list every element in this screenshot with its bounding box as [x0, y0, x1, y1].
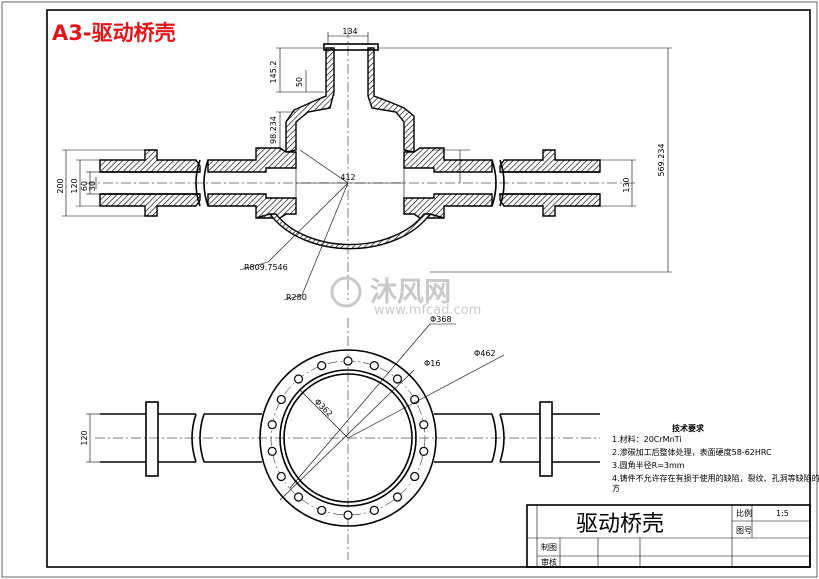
dim-shoulder: 98.234 — [269, 116, 278, 144]
tech-note-4: 4.铸件不允许存在有损于使用的缺陷，裂纹、孔洞等缺陷的地 — [612, 473, 819, 483]
dim-total-height: 569.234 — [657, 143, 666, 176]
dim-dia-120: 120 — [70, 178, 79, 193]
tech-note-5: 方 — [612, 483, 620, 493]
watermark-brand: 沐风网 — [370, 277, 451, 308]
dim-bolt-circle: Φ368 — [430, 315, 452, 324]
dim-outer-flange: Φ462 — [474, 349, 496, 358]
bolt-hole — [276, 394, 286, 405]
bolt-hole — [317, 361, 327, 371]
dim-tube-height: 120 — [80, 430, 89, 445]
bolt-hole — [392, 374, 403, 384]
bolt-hole — [392, 492, 403, 502]
tech-note-3: 3.圆角半径R=3mm — [612, 460, 685, 470]
bolt-hole — [369, 361, 379, 371]
watermark-logo-icon — [330, 276, 362, 308]
bolt-hole — [267, 420, 277, 430]
dim-top-width: 134 — [342, 27, 357, 36]
bolt-holes — [267, 356, 429, 520]
bolt-hole — [343, 356, 353, 366]
watermark: 沐风网 www.mfcad.com — [330, 276, 481, 318]
tech-note-1: 1.材料：20CrMnTi — [612, 434, 682, 444]
tech-notes: 技术要求 1.材料：20CrMnTi 2.渗碳加工后整体处理，表面硬度58-62… — [612, 423, 819, 493]
tech-notes-heading: 技术要求 — [672, 423, 705, 433]
outer-flange-circle — [259, 349, 437, 527]
bolt-hole — [293, 374, 304, 384]
dim-slot: 50 — [295, 77, 304, 87]
watermark-url: www.mfcad.com — [374, 303, 481, 318]
dim-radius-small: R280 — [286, 293, 307, 302]
drawn-label: 制图 — [541, 542, 557, 552]
bolt-hole — [276, 471, 286, 482]
inner-bore-circle — [283, 373, 413, 503]
drawing-no-label: 图号 — [736, 526, 752, 535]
title-block: 驱动桥壳 比例 1:5 图号 制图 审核 — [526, 504, 811, 568]
checked-label: 审核 — [541, 557, 557, 567]
inner-flange-circle — [279, 369, 417, 507]
bolt-hole — [343, 510, 353, 520]
dim-right-height: 130 — [622, 177, 631, 192]
dim-outer-dia: 200 — [56, 178, 65, 193]
dim-inner: Φ362 — [313, 397, 335, 419]
bolt-hole — [419, 420, 429, 430]
dim-center: 412 — [340, 173, 355, 182]
front-view: 134 145.2 50 98.234 569.234 200 120 60 3… — [56, 27, 672, 302]
part-name: 驱动桥壳 — [576, 512, 664, 537]
bolt-hole — [419, 446, 429, 456]
bolt-hole — [317, 505, 327, 515]
inner-border — [46, 9, 811, 568]
bolt-hole — [267, 446, 277, 456]
dim-neck-height: 145.2 — [269, 61, 278, 84]
bolt-hole — [410, 471, 420, 482]
bolt-hole — [369, 505, 379, 515]
scale-label: 比例 — [736, 508, 752, 518]
dim-dia-60: 60 — [80, 181, 89, 191]
tech-note-2: 2.渗碳加工后整体处理，表面硬度58-62HRC — [612, 447, 772, 457]
bolt-hole — [293, 492, 304, 502]
dim-dia-30: 30 — [88, 181, 97, 191]
drawing-title: A3-驱动桥壳 — [52, 21, 176, 45]
top-view: Φ368 Φ462 Φ16 Φ362 120 — [80, 315, 600, 560]
dim-hole-size: Φ16 — [424, 359, 440, 368]
scale-value: 1:5 — [776, 509, 789, 518]
dim-radius-large: R809.7546 — [244, 263, 288, 272]
